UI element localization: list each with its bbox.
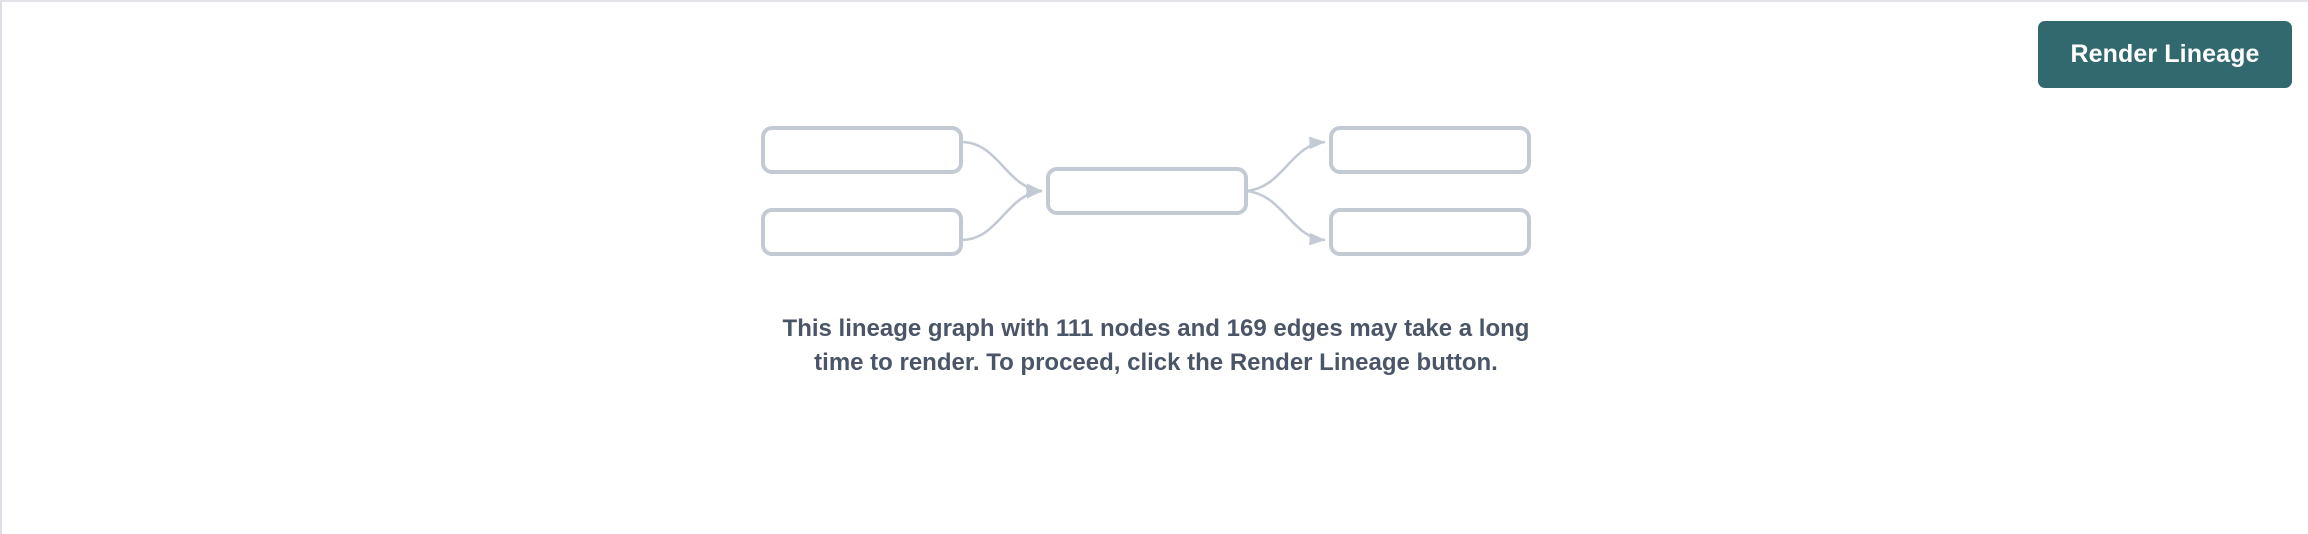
render-lineage-button[interactable]: Render Lineage xyxy=(2038,21,2292,88)
lineage-edge-upstream-2-to-center xyxy=(960,186,1043,242)
lineage-node-upstream-2 xyxy=(761,208,963,256)
lineage-node-downstream-2 xyxy=(1329,208,1531,256)
lineage-toolbar: Render Lineage xyxy=(2,2,2308,112)
lineage-edge-center-to-downstream-2 xyxy=(1245,189,1326,246)
lineage-edge-center-to-downstream-1 xyxy=(1245,136,1326,193)
lineage-node-center-1 xyxy=(1046,167,1248,215)
lineage-empty-state-message: This lineage graph with 111 nodes and 16… xyxy=(782,315,1530,377)
lineage-node-downstream-1 xyxy=(1329,126,1531,174)
lineage-edge-upstream-1-to-center xyxy=(960,140,1043,196)
lineage-node-upstream-1 xyxy=(761,126,963,174)
lineage-graph-illustration xyxy=(761,126,1531,256)
